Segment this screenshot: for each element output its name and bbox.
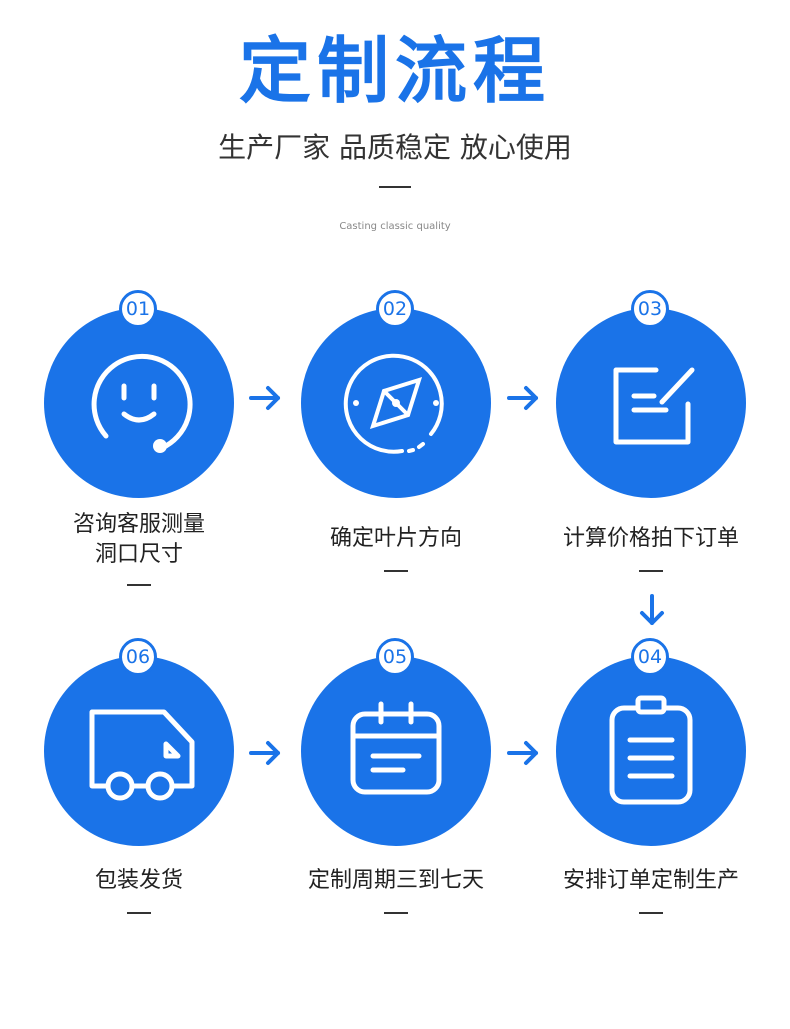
edit-document-icon xyxy=(613,367,695,445)
clipboard-icon xyxy=(609,695,693,805)
step-02: 02 确定叶片方向 xyxy=(266,288,526,608)
step-label: 安排订单定制生产 xyxy=(562,868,739,893)
title-divider xyxy=(379,186,411,188)
arrow-down-icon xyxy=(640,594,664,625)
arrow-right-icon xyxy=(249,741,280,765)
arrow-right-icon xyxy=(507,386,538,410)
page-title: 定制流程 xyxy=(238,29,551,113)
step-04: 04 安排订单定制生产 xyxy=(521,636,781,956)
step-number: 04 xyxy=(631,638,669,676)
step-number: 02 xyxy=(376,290,414,328)
step-dash xyxy=(127,912,151,914)
calendar-icon xyxy=(350,701,442,795)
step-circle xyxy=(301,308,491,498)
step-circle xyxy=(556,308,746,498)
step-circle xyxy=(44,308,234,498)
step-01: 01 咨询客服测量 洞口尺寸 xyxy=(9,288,269,608)
arrow-right-icon xyxy=(249,386,280,410)
smiley-headset-icon xyxy=(91,353,193,453)
step-06: 06 包装发货 xyxy=(9,636,269,956)
step-label: 计算价格拍下订单 xyxy=(562,526,739,551)
step-dash xyxy=(384,570,408,572)
step-number: 03 xyxy=(631,290,669,328)
tagline: Casting classic quality xyxy=(339,221,451,232)
step-dash xyxy=(127,584,151,586)
step-dash xyxy=(384,912,408,914)
page-subtitle: 生产厂家 品质稳定 放心使用 xyxy=(218,131,572,164)
delivery-truck-icon xyxy=(89,709,195,801)
step-number: 05 xyxy=(376,638,414,676)
step-circle xyxy=(556,656,746,846)
step-dash xyxy=(639,912,663,914)
compass-icon xyxy=(343,353,444,454)
step-number: 01 xyxy=(119,290,157,328)
step-05: 05 定制周期三到七天 xyxy=(266,636,526,956)
step-dash xyxy=(639,570,663,572)
arrow-right-icon xyxy=(507,741,538,765)
step-number: 06 xyxy=(119,638,157,676)
step-label: 确定叶片方向 xyxy=(329,526,462,551)
step-label: 咨询客服测量 洞口尺寸 xyxy=(72,512,205,567)
step-label: 定制周期三到七天 xyxy=(307,868,484,893)
step-03: 03 计算价格拍下订单 xyxy=(521,288,781,608)
step-circle xyxy=(44,656,234,846)
step-label: 包装发货 xyxy=(94,868,183,893)
step-circle xyxy=(301,656,491,846)
